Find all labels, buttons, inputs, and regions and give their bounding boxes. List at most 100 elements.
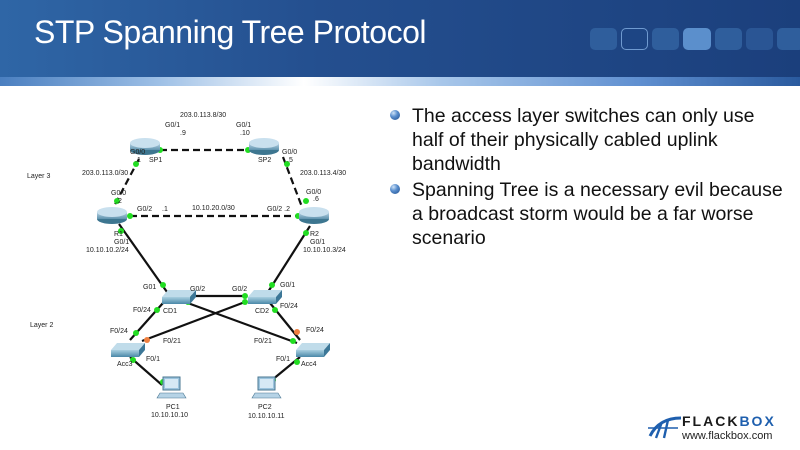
- port-status-dot: [242, 299, 248, 305]
- switch-icon: [248, 290, 282, 304]
- header-divider: [0, 77, 800, 86]
- port-status-dot: [114, 198, 120, 204]
- device-label: Acc4: [301, 361, 317, 368]
- device-label: SP2: [258, 157, 271, 164]
- device-label: PC2: [258, 404, 272, 411]
- nav-tile: [715, 28, 742, 50]
- ip-label: 10.10.10.2/24: [86, 247, 129, 254]
- device-label: CD2: [255, 308, 269, 315]
- link-sp2-r2: [281, 156, 304, 208]
- link-cd1-acc4: [184, 300, 298, 345]
- port-status-dot: [290, 338, 296, 344]
- device-label: Acc3: [117, 361, 133, 368]
- port-label: .1: [135, 157, 141, 164]
- port-label: G0/1: [165, 122, 180, 129]
- port-label: F0/24: [306, 327, 324, 334]
- port-status-dot: [127, 213, 133, 219]
- port-status-dot: [130, 357, 136, 363]
- ip-label: 10.10.10.10: [151, 412, 188, 419]
- switch-icon: [162, 290, 196, 304]
- subnet-label: 10.10.20.0/30: [192, 205, 235, 212]
- port-label: G0/1: [236, 122, 251, 129]
- port-label: F0/1: [276, 356, 290, 363]
- port-label: G0/0: [130, 149, 145, 156]
- bullet-item: The access layer switches can only use h…: [389, 104, 789, 176]
- port-label: G0/0: [282, 149, 297, 156]
- port-label: .2: [116, 198, 122, 205]
- port-label: F0/24: [133, 307, 151, 314]
- logo-brand: FLACKBOX: [682, 413, 776, 429]
- port-label: G0/0: [111, 190, 126, 197]
- nav-tile: [621, 28, 648, 50]
- port-label: F0/1: [146, 356, 160, 363]
- port-status-dot: [272, 307, 278, 313]
- port-status-dot: [242, 293, 248, 299]
- port-label: F0/24: [280, 303, 298, 310]
- slide-header: STP Spanning Tree Protocol: [0, 0, 800, 77]
- port-status-dot: [303, 198, 309, 204]
- router-icon: [249, 138, 279, 155]
- port-label: G0/1: [114, 239, 129, 246]
- pc-icon: [251, 376, 282, 399]
- subnet-label: 203.0.113.8/30: [180, 112, 226, 119]
- nav-tile-active: [683, 28, 711, 50]
- port-label: F0/21: [163, 338, 181, 345]
- port-status-dot: [154, 307, 160, 313]
- port-label: G0/0: [306, 189, 321, 196]
- switch-icon: [111, 343, 145, 357]
- link-r2-cd2: [267, 225, 311, 293]
- ip-label: 10.10.10.3/24: [303, 247, 346, 254]
- layer3-label: Layer 3: [27, 173, 50, 180]
- nav-tile: [652, 28, 679, 50]
- slide-title: STP Spanning Tree Protocol: [34, 14, 426, 50]
- router-icon: [97, 207, 127, 224]
- port-label: G0/2: [190, 286, 205, 293]
- router-icon: [130, 138, 160, 155]
- port-blocked-dot: [294, 329, 300, 335]
- port-blocked-dot: [144, 337, 150, 343]
- layer2-label: Layer 2: [30, 322, 53, 329]
- port-status-dot: [294, 359, 300, 365]
- port-label: .6: [313, 196, 319, 203]
- port-label: G0/1: [280, 282, 295, 289]
- device-label: CD1: [163, 308, 177, 315]
- bullet-text: Spanning Tree is a necessary evil becaus…: [412, 179, 783, 249]
- bullet-icon: [390, 110, 400, 120]
- bullet-text: The access layer switches can only use h…: [412, 105, 755, 175]
- bullet-icon: [390, 184, 400, 194]
- subnet-label: 203.0.113.0/30: [82, 170, 128, 177]
- device-label: PC1: [166, 404, 180, 411]
- subnet-label: 203.0.113.4/30: [300, 170, 346, 177]
- port-label: .1: [162, 206, 168, 213]
- port-status-dot: [133, 161, 139, 167]
- device-label: SP1: [149, 157, 162, 164]
- port-status-dot: [269, 282, 275, 288]
- port-label: .9: [180, 130, 186, 137]
- port-label: G0/1: [310, 239, 325, 246]
- nav-tile: [590, 28, 617, 50]
- port-status-dot: [160, 282, 166, 288]
- ip-label: 10.10.10.11: [248, 413, 285, 420]
- port-label: G01: [143, 284, 156, 291]
- port-label: .10: [240, 130, 250, 137]
- device-label: R1: [114, 231, 123, 238]
- port-label: G0/2: [137, 206, 152, 213]
- port-status-dot: [118, 228, 124, 234]
- flackbox-logo: FLACKBOX www.flackbox.com: [648, 410, 798, 446]
- switch-icon: [296, 343, 330, 357]
- port-status-dot: [133, 330, 139, 336]
- port-label: F0/21: [254, 338, 272, 345]
- link-cd2-acc3: [141, 300, 246, 343]
- network-diagram: Layer 3 Layer 2 203.0.113.8/30 203.0.113…: [27, 112, 346, 420]
- bridge-icon: [648, 416, 682, 439]
- nav-tile: [746, 28, 773, 50]
- pc-icon: [156, 376, 187, 399]
- port-status-dot: [303, 230, 309, 236]
- port-status-dot: [284, 161, 290, 167]
- port-label: F0/24: [110, 328, 128, 335]
- port-label: G0/2 .2: [267, 206, 290, 213]
- nav-tiles: [590, 28, 800, 50]
- link-r1-cd1: [118, 223, 168, 293]
- port-label: G0/2: [232, 286, 247, 293]
- nav-tile: [777, 28, 800, 50]
